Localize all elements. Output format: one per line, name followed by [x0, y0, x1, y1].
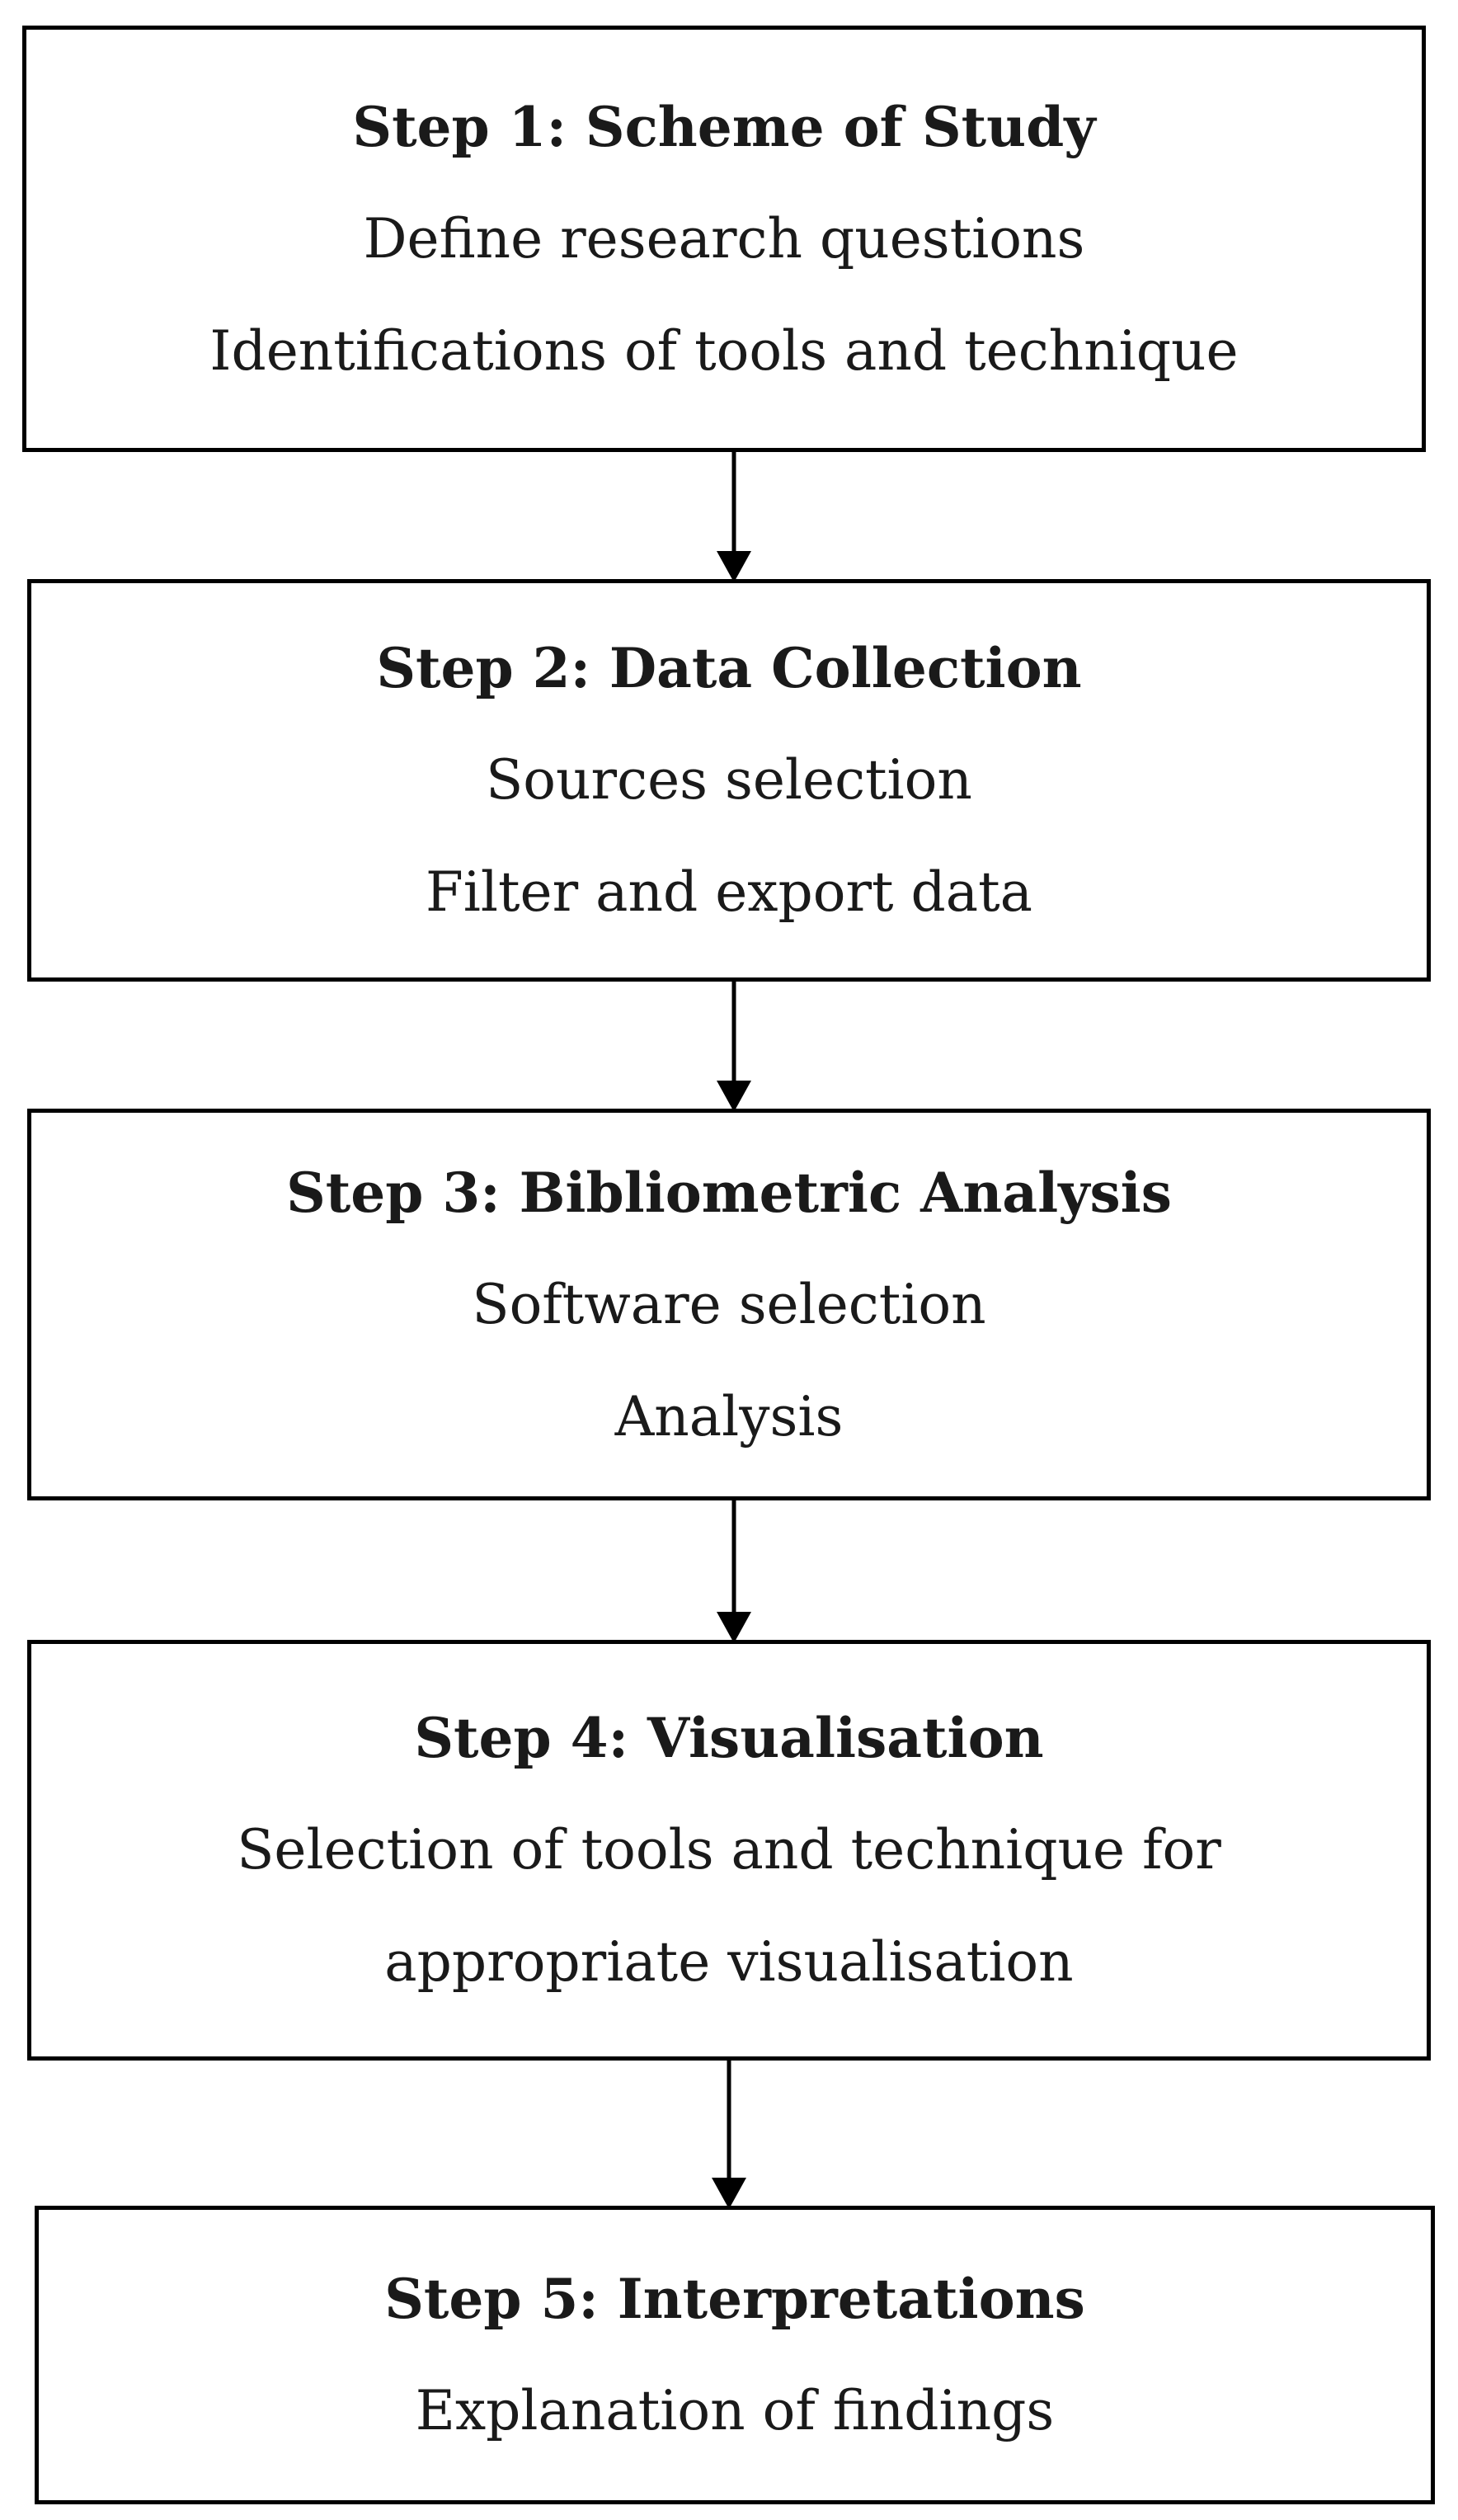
step-2-box: Step 2: Data Collection Sources selectio…	[27, 579, 1431, 982]
step-4-line-2: appropriate visualisation	[384, 1930, 1074, 1994]
step-1-line-1: Define research questions	[363, 206, 1085, 271]
step-5-line-1: Explanation of findings	[415, 2379, 1055, 2442]
step-1-box: Step 1: Scheme of Study Define research …	[22, 26, 1426, 452]
step-3-title: Step 3: Bibliometric Analysis	[286, 1160, 1172, 1225]
arrow-2-head-icon	[717, 1081, 751, 1112]
step-1-line-2: Identifications of tools and technique	[209, 318, 1239, 383]
step-3-line-1: Software selection	[472, 1272, 986, 1336]
step-4-line-1: Selection of tools and technique for	[237, 1818, 1221, 1882]
arrow-4-head-icon	[712, 2178, 746, 2209]
arrow-3-head-icon	[717, 1612, 751, 1643]
step-4-title: Step 4: Visualisation	[414, 1706, 1044, 1770]
step-2-line-1: Sources selection	[486, 748, 972, 812]
step-2-line-2: Filter and export data	[426, 860, 1032, 924]
step-2-title: Step 2: Data Collection	[376, 636, 1082, 700]
step-4-box: Step 4: Visualisation Selection of tools…	[27, 1640, 1431, 2061]
step-1-title: Step 1: Scheme of Study	[352, 94, 1096, 159]
step-5-title: Step 5: Interpretations	[384, 2267, 1085, 2331]
step-3-box: Step 3: Bibliometric Analysis Software s…	[27, 1109, 1431, 1500]
arrow-1-head-icon	[717, 551, 751, 582]
step-5-box: Step 5: Interpretations Explanation of f…	[35, 2206, 1435, 2504]
step-3-line-2: Analysis	[614, 1384, 844, 1448]
